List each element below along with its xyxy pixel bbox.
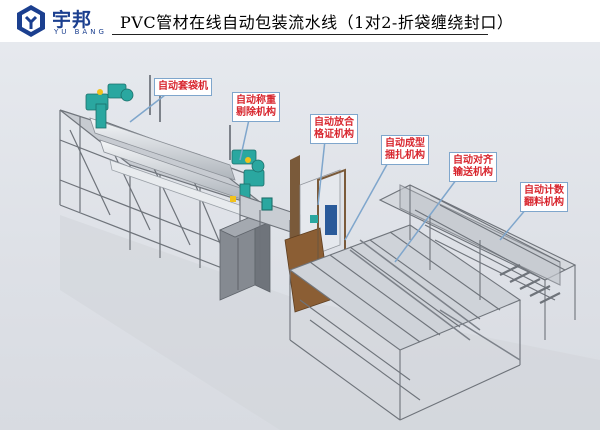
forming-strapping-conveyor (288, 224, 522, 421)
floor-shadow (60, 215, 600, 430)
callout-line: 自动放合 (314, 117, 354, 128)
callout-line: 格证机构 (314, 129, 354, 140)
page-title: PVC管材在线自动包装流水线（1对2-折袋缠绕封口） (120, 13, 514, 32)
title-underline (112, 34, 488, 35)
brand-subtitle: YU BANG (54, 28, 107, 36)
callout-line: 自动对齐 (453, 155, 493, 166)
callout-line: 剔除机构 (236, 107, 276, 118)
callout-line: 自动计数 (524, 185, 564, 196)
callout-line: 捆扎机构 (385, 150, 425, 161)
callout-line: 自动套袋机 (158, 81, 208, 92)
callout-auto-align-convey: 自动对齐 输送机构 (449, 152, 497, 182)
callout-auto-weighing-reject: 自动称重 剔除机构 (232, 92, 280, 122)
teal-drive-units (85, 83, 265, 205)
callout-line: 自动称重 (236, 95, 276, 106)
callout-line: 自动成型 (385, 138, 425, 149)
yellow-indicators (97, 89, 251, 202)
callout-auto-count-flip: 自动计数 翻料机构 (520, 182, 568, 212)
brand-logo: 宇邦 YU BANG (14, 4, 124, 38)
callout-auto-release-qualified: 自动放合 格证机构 (310, 114, 358, 144)
callout-line: 输送机构 (453, 167, 493, 178)
callout-auto-forming-strapping: 自动成型 捆扎机构 (381, 135, 429, 165)
conveyor-side-rails (349, 239, 521, 361)
control-cabinet (219, 214, 271, 301)
yubang-logo-icon (17, 5, 45, 37)
brand-name: 宇邦 (52, 9, 93, 31)
callout-line: 翻料机构 (524, 197, 564, 208)
flip-rollers (499, 264, 561, 304)
machine-render-scene: 自动套袋机 自动称重 剔除机构 自动放合 格证机构 自动成型 捆扎机构 自动对齐… (0, 42, 600, 430)
header-bar: 宇邦 YU BANG PVC管材在线自动包装流水线（1对2-折袋缠绕封口） (0, 0, 600, 42)
callout-auto-bagging: 自动套袋机 (154, 78, 212, 96)
film-rollers (89, 117, 251, 219)
packaging-line-illustration (59, 75, 600, 430)
